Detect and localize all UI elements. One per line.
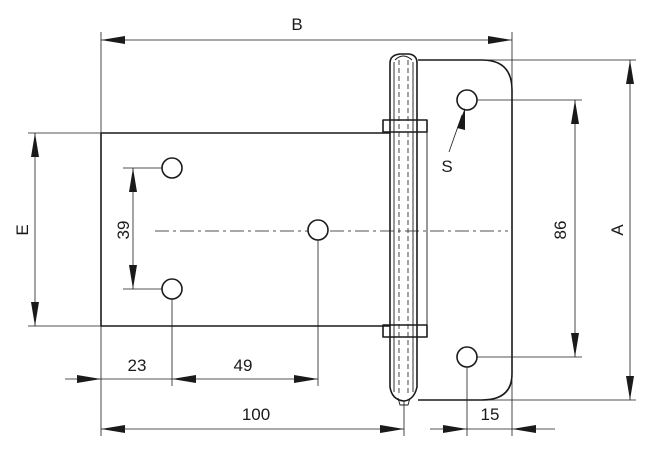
arrowhead xyxy=(31,302,39,326)
arrowhead xyxy=(626,60,634,84)
dim-label-b: B xyxy=(291,15,302,34)
left-leaf-outline xyxy=(100,132,390,327)
right-leaf-outline xyxy=(418,59,513,401)
dimension-labels: B E 39 86 A 23 49 100 15 S xyxy=(13,15,627,424)
hole-left-bottom xyxy=(161,278,183,300)
arrowhead xyxy=(172,375,196,383)
arrowhead xyxy=(626,376,634,400)
hinge-part xyxy=(100,53,513,406)
arrowhead xyxy=(571,100,579,124)
hole-right-top xyxy=(456,89,478,111)
extension-lines xyxy=(28,32,636,436)
hole-center xyxy=(307,219,329,241)
arrowhead xyxy=(294,375,318,383)
dim-label-49: 49 xyxy=(234,356,253,375)
dim-label-15: 15 xyxy=(481,405,500,424)
dim-label-23: 23 xyxy=(128,356,147,375)
hole-right-bottom xyxy=(456,346,478,368)
arrowhead xyxy=(129,265,137,289)
knuckle-collar-top xyxy=(382,119,428,133)
arrowhead xyxy=(101,425,125,433)
knuckle-collar-bottom xyxy=(382,324,428,338)
dim-label-s: S xyxy=(441,157,452,176)
dimension-lines xyxy=(31,36,634,436)
arrowhead xyxy=(488,36,512,44)
arrowhead xyxy=(31,133,39,157)
arrowhead xyxy=(512,425,536,433)
dim-label-e: E xyxy=(13,224,32,235)
hole-left-top xyxy=(161,157,183,179)
holes xyxy=(161,89,478,368)
dim-label-86: 86 xyxy=(551,221,570,240)
pin-cap-top xyxy=(394,55,413,61)
arrowhead xyxy=(443,425,467,433)
dim-label-39: 39 xyxy=(114,221,133,240)
knuckle-outline xyxy=(389,53,418,402)
arrowhead xyxy=(101,36,125,44)
dim-label-100: 100 xyxy=(242,405,270,424)
arrowhead xyxy=(129,168,137,192)
dim-label-a: A xyxy=(608,224,627,236)
arrowhead xyxy=(380,425,404,433)
arrowhead xyxy=(457,108,465,130)
arrowhead xyxy=(77,375,101,383)
arrowhead xyxy=(571,333,579,357)
